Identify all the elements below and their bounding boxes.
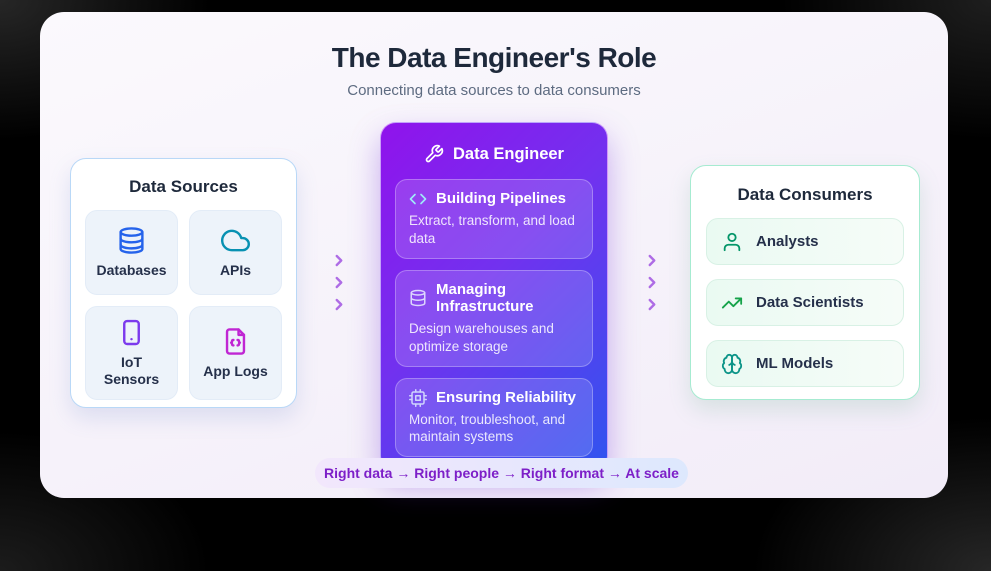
chevron-right-icon <box>335 298 343 311</box>
source-label: IoT Sensors <box>103 354 160 387</box>
page-subtitle: Connecting data sources to data consumer… <box>347 82 641 99</box>
responsibility-card-head: Ensuring Reliability <box>409 388 579 407</box>
consumer-label: ML Models <box>756 355 834 372</box>
consumer-label: Analysts <box>756 233 819 250</box>
responsibility-card-managing-infrastructure: Managing Infrastructure Design warehouse… <box>395 269 593 367</box>
brain-icon <box>721 353 743 374</box>
flow-chevrons-right <box>643 250 661 315</box>
cpu-icon <box>409 388 427 407</box>
responsibility-card-head: Building Pipelines <box>409 190 579 208</box>
data-engineer-title: Data Engineer <box>453 144 564 163</box>
page-title: The Data Engineer's Role <box>331 42 657 73</box>
file-code-icon <box>225 327 246 355</box>
consumer-label: Data Scientists <box>756 294 864 311</box>
source-card-iot-sensors: IoT Sensors <box>85 306 178 400</box>
responsibility-description: Extract, transform, and load data <box>409 213 575 246</box>
consumer-row-analysts: Analysts <box>706 218 904 265</box>
source-label: APIs <box>219 262 252 279</box>
tagline-pill: Right data → Right people → Right format… <box>315 458 688 488</box>
chevron-right-icon <box>335 276 343 289</box>
data-sources-panel: Data Sources Databases APIs <box>70 158 297 408</box>
chevron-right-icon <box>648 254 656 267</box>
consumer-row-data-scientists: Data Scientists <box>706 279 904 326</box>
cloud-icon <box>221 229 250 252</box>
chevron-right-icon <box>648 276 656 289</box>
chevron-right-icon <box>335 254 343 267</box>
source-card-databases: Databases <box>85 210 178 295</box>
data-sources-title: Data Sources <box>129 177 238 196</box>
responsibility-description: Design warehouses and optimize storage <box>409 321 554 354</box>
responsibility-title: Ensuring Reliability <box>436 388 577 406</box>
user-icon <box>723 232 741 251</box>
data-consumers-title: Data Consumers <box>737 185 873 204</box>
responsibility-card-head: Managing Infrastructure <box>409 281 579 316</box>
responsibility-title: Building Pipelines <box>436 190 567 208</box>
consumer-row-ml-models: ML Models <box>706 340 904 387</box>
trending-up-icon <box>721 297 743 308</box>
data-engineer-panel: Data Engineer Building Pipelines Extract… <box>380 122 608 473</box>
smartphone-icon <box>123 320 140 346</box>
wrench-icon <box>425 144 444 163</box>
responsibility-title: Managing Infrastructure <box>436 280 534 316</box>
chevron-right-icon <box>648 298 656 311</box>
database-icon <box>410 290 426 307</box>
flow-chevrons-left <box>330 250 348 315</box>
responsibility-description: Monitor, troubleshoot, and maintain syst… <box>409 411 566 445</box>
responsibility-card-building-pipelines: Building Pipelines Extract, transform, a… <box>395 179 593 259</box>
diagram-canvas: The Data Engineer's Role Connecting data… <box>40 12 948 498</box>
code-icon <box>409 193 427 205</box>
source-label: App Logs <box>203 362 268 379</box>
database-icon <box>119 227 144 255</box>
source-card-app-logs: App Logs <box>189 306 282 400</box>
data-consumers-panel: Data Consumers Analysts Data Scientists <box>690 165 920 400</box>
responsibility-card-ensuring-reliability: Ensuring Reliability Monitor, troublesho… <box>395 377 593 458</box>
source-card-apis: APIs <box>189 210 282 295</box>
data-sources-grid: Databases APIs IoT Sensors <box>85 210 282 400</box>
data-engineer-header: Data Engineer <box>395 144 593 164</box>
source-label: Databases <box>96 262 167 279</box>
